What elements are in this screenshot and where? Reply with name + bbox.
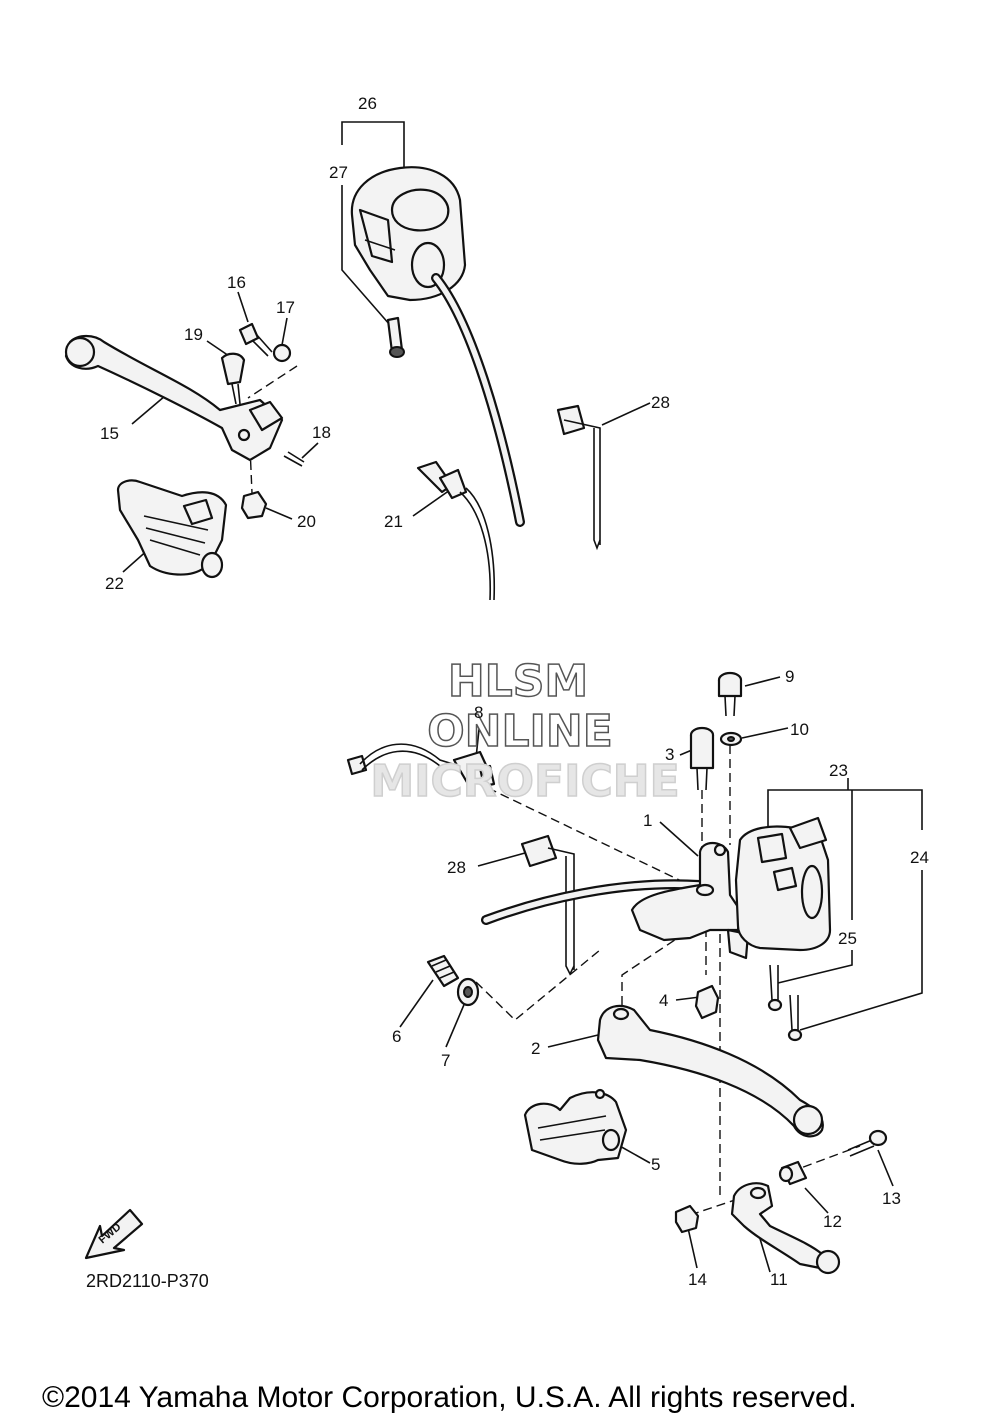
clutch-switch [416,460,496,601]
callout-2: 2 [531,1039,540,1058]
lever-bracket [630,841,750,960]
callout-8: 8 [474,703,483,722]
callout-13: 13 [882,1189,901,1208]
callout-10: 10 [790,720,809,739]
handlebar-switch [734,816,832,952]
handlebar-switch-housing [350,166,467,358]
nut-4 [694,984,720,1020]
callout-9: 9 [785,667,794,686]
callout-23: 23 [829,761,848,780]
callout-21: 21 [384,512,403,531]
lever-hardware-upper [220,322,305,520]
arm-hardware [674,1129,888,1234]
cable-tie-lower [520,834,575,976]
bolt-9 [717,671,743,717]
callout-19: 19 [184,325,203,344]
callout-12: 12 [823,1212,842,1231]
callout-17: 17 [276,298,295,317]
clutch-lever [64,334,284,462]
lower-assembly: FWD [84,671,888,1275]
callout-7: 7 [441,1051,450,1070]
callout-27: 27 [329,163,348,182]
callout-6: 6 [392,1027,401,1046]
callout-1: 1 [643,811,652,830]
callout-numbers: 26 27 16 17 19 15 18 20 22 21 28 9 8 10 … [100,94,929,1289]
drawing-code: 2RD2110-P370 [86,1271,209,1291]
callout-26: 26 [358,94,377,113]
leader-lines [122,121,923,1273]
callout-11: 11 [770,1270,788,1289]
brake-switch [346,743,496,788]
watermark-line1: HLSM [448,656,588,707]
bolt-3 [689,726,715,791]
callout-25: 25 [838,929,857,948]
watermark-line2: ONLINE [427,706,613,757]
watermark-line3: MICROFICHE [370,756,679,807]
copyright-footer: ©2014 Yamaha Motor Corporation, U.S.A. A… [42,1381,857,1414]
callout-20: 20 [297,512,316,531]
callout-22: 22 [105,574,124,593]
watermark: HLSM ONLINE MICROFICHE [370,655,681,808]
adjuster-6 [426,954,460,988]
callout-3: 3 [665,745,674,764]
lever-holder-lower [523,1088,628,1165]
washer-10 [719,731,743,747]
callout-15: 15 [100,424,119,443]
locknut-7 [456,977,480,1007]
brake-lever [596,1004,824,1138]
cable-tie-upper [556,404,601,551]
callout-14: 14 [688,1270,707,1289]
callout-5: 5 [651,1155,660,1174]
callout-24: 24 [910,848,929,867]
lever-holder-upper [116,479,228,579]
callout-16: 16 [227,273,246,292]
callout-28-upper: 28 [651,393,670,412]
callout-28-lower: 28 [447,858,466,877]
fwd-arrow-icon: FWD [84,1208,144,1260]
upper-assembly [64,166,601,601]
callout-18: 18 [312,423,331,442]
switch-screws [767,964,803,1042]
pivot-arm [730,1182,841,1275]
callout-4: 4 [659,991,668,1010]
